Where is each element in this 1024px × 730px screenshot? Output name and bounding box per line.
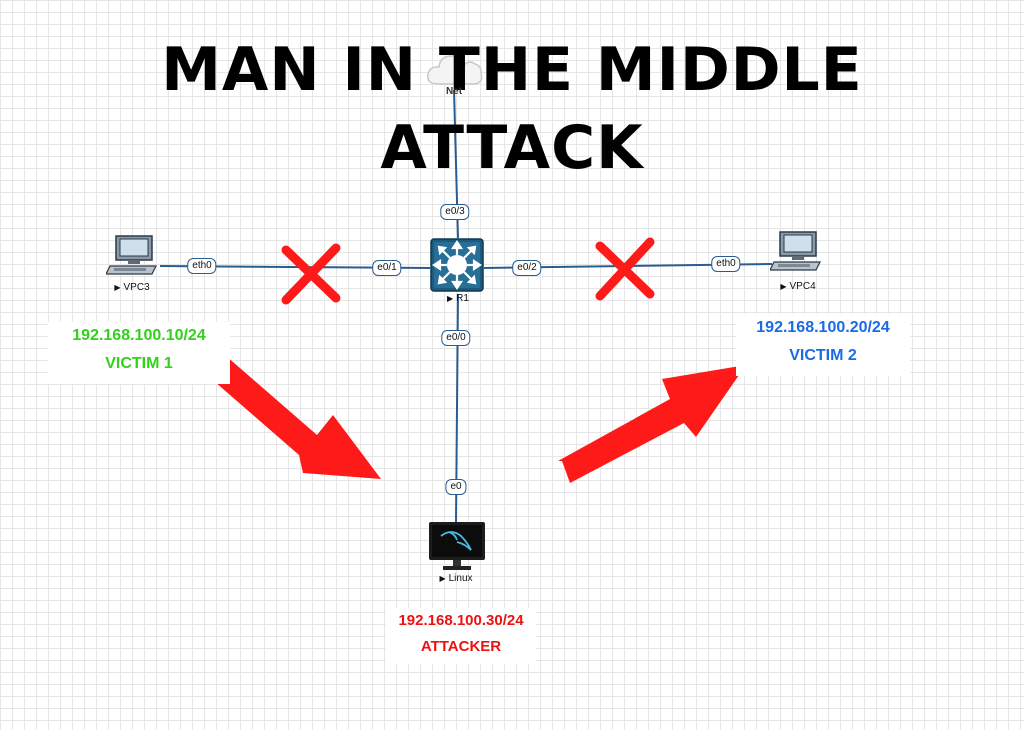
play-icon: ▶ bbox=[114, 283, 121, 292]
port-linux-e0[interactable]: e0 bbox=[445, 479, 467, 495]
victim2-info-box: 192.168.100.20/24 VICTIM 2 bbox=[736, 314, 910, 376]
attacker-info-box: 192.168.100.30/24 ATTACKER bbox=[386, 608, 536, 664]
play-icon: ▶ bbox=[439, 574, 446, 583]
kali-linux-monitor-icon[interactable] bbox=[427, 520, 487, 577]
play-icon: ▶ bbox=[447, 294, 454, 303]
cross-icon bbox=[281, 243, 341, 305]
router-label: ▶R1 bbox=[447, 293, 469, 304]
port-r1-e0-3[interactable]: e0/3 bbox=[440, 204, 470, 220]
victim2-role: VICTIM 2 bbox=[789, 347, 857, 364]
port-r1-e0-2[interactable]: e0/2 bbox=[512, 260, 542, 276]
port-r1-e0-0[interactable]: e0/0 bbox=[441, 330, 471, 346]
net-label: Net bbox=[445, 86, 463, 97]
router-icon[interactable] bbox=[430, 238, 484, 297]
vpc3-label-text: VPC3 bbox=[123, 282, 150, 293]
linux-label: ▶Linux bbox=[439, 573, 472, 584]
play-icon: ▶ bbox=[780, 282, 787, 291]
cloud-icon[interactable] bbox=[424, 52, 486, 93]
port-r1-e0-1[interactable]: e0/1 bbox=[372, 260, 402, 276]
arrow-right-down-icon bbox=[207, 355, 381, 479]
attacker-role: ATTACKER bbox=[420, 638, 502, 655]
vpc3-label: ▶VPC3 bbox=[114, 282, 149, 293]
port-vpc3-eth0[interactable]: eth0 bbox=[187, 258, 217, 274]
vpc4-label: ▶VPC4 bbox=[780, 281, 815, 292]
title-line-1: MAN IN THE MIDDLE bbox=[161, 35, 863, 105]
victim1-role: VICTIM 1 bbox=[105, 355, 173, 372]
computer-icon[interactable] bbox=[105, 234, 160, 285]
attacker-ip: 192.168.100.30/24 bbox=[398, 612, 524, 629]
computer-icon[interactable] bbox=[769, 230, 824, 281]
victim2-ip: 192.168.100.20/24 bbox=[756, 319, 890, 336]
title-line-2: ATTACK bbox=[380, 113, 644, 183]
cross-icon bbox=[595, 237, 655, 301]
router-label-text: R1 bbox=[456, 293, 469, 304]
victim1-ip: 192.168.100.10/24 bbox=[72, 327, 206, 344]
vpc4-label-text: VPC4 bbox=[789, 281, 816, 292]
victim1-info-box: 192.168.100.10/24 VICTIM 1 bbox=[48, 322, 230, 384]
linux-label-text: Linux bbox=[448, 573, 473, 584]
arrow-right-up-icon bbox=[558, 365, 746, 483]
port-vpc4-eth0[interactable]: eth0 bbox=[711, 256, 741, 272]
